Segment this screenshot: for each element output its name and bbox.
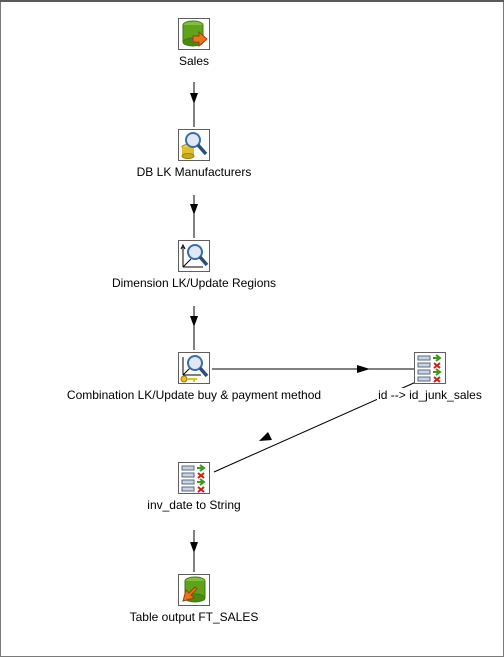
step-label: Dimension LK/Update Regions — [110, 276, 278, 290]
step-label: Combination LK/Update buy & payment meth… — [65, 388, 323, 402]
step-sales[interactable]: Sales — [44, 18, 344, 70]
step-label: DB LK Manufacturers — [135, 165, 253, 179]
step-inv-date[interactable]: inv_date to String — [44, 462, 344, 514]
step-label: id --> id_junk_sales — [377, 388, 483, 402]
step-label: inv_date to String — [146, 498, 242, 512]
hop-arrow-3 — [190, 316, 198, 327]
table-input-icon — [178, 18, 210, 50]
step-dim-lk-regions[interactable]: Dimension LK/Update Regions — [44, 240, 344, 292]
hop-arrow-6 — [190, 542, 198, 553]
step-id-junk[interactable]: id --> id_junk_sales — [280, 352, 504, 404]
canvas-top-border — [0, 0, 504, 2]
hop-arrow-1 — [190, 93, 198, 104]
step-label: Sales — [177, 54, 211, 68]
hop-arrow-4 — [357, 365, 370, 373]
step-table-output[interactable]: Table output FT_SALES — [44, 574, 344, 626]
step-db-lk-manufacturers[interactable]: DB LK Manufacturers — [44, 129, 344, 181]
step-comb-lk[interactable]: Combination LK/Update buy & payment meth… — [44, 352, 344, 404]
select-values-icon — [178, 462, 210, 494]
combination-lookup-icon — [178, 352, 210, 384]
dimension-lookup-icon — [178, 240, 210, 272]
table-output-icon — [178, 574, 210, 606]
select-values-icon — [414, 352, 446, 384]
database-lookup-icon — [178, 129, 210, 161]
step-label: Table output FT_SALES — [128, 610, 260, 624]
hop-arrow-5 — [259, 432, 272, 441]
hop-arrow-2 — [190, 204, 198, 215]
